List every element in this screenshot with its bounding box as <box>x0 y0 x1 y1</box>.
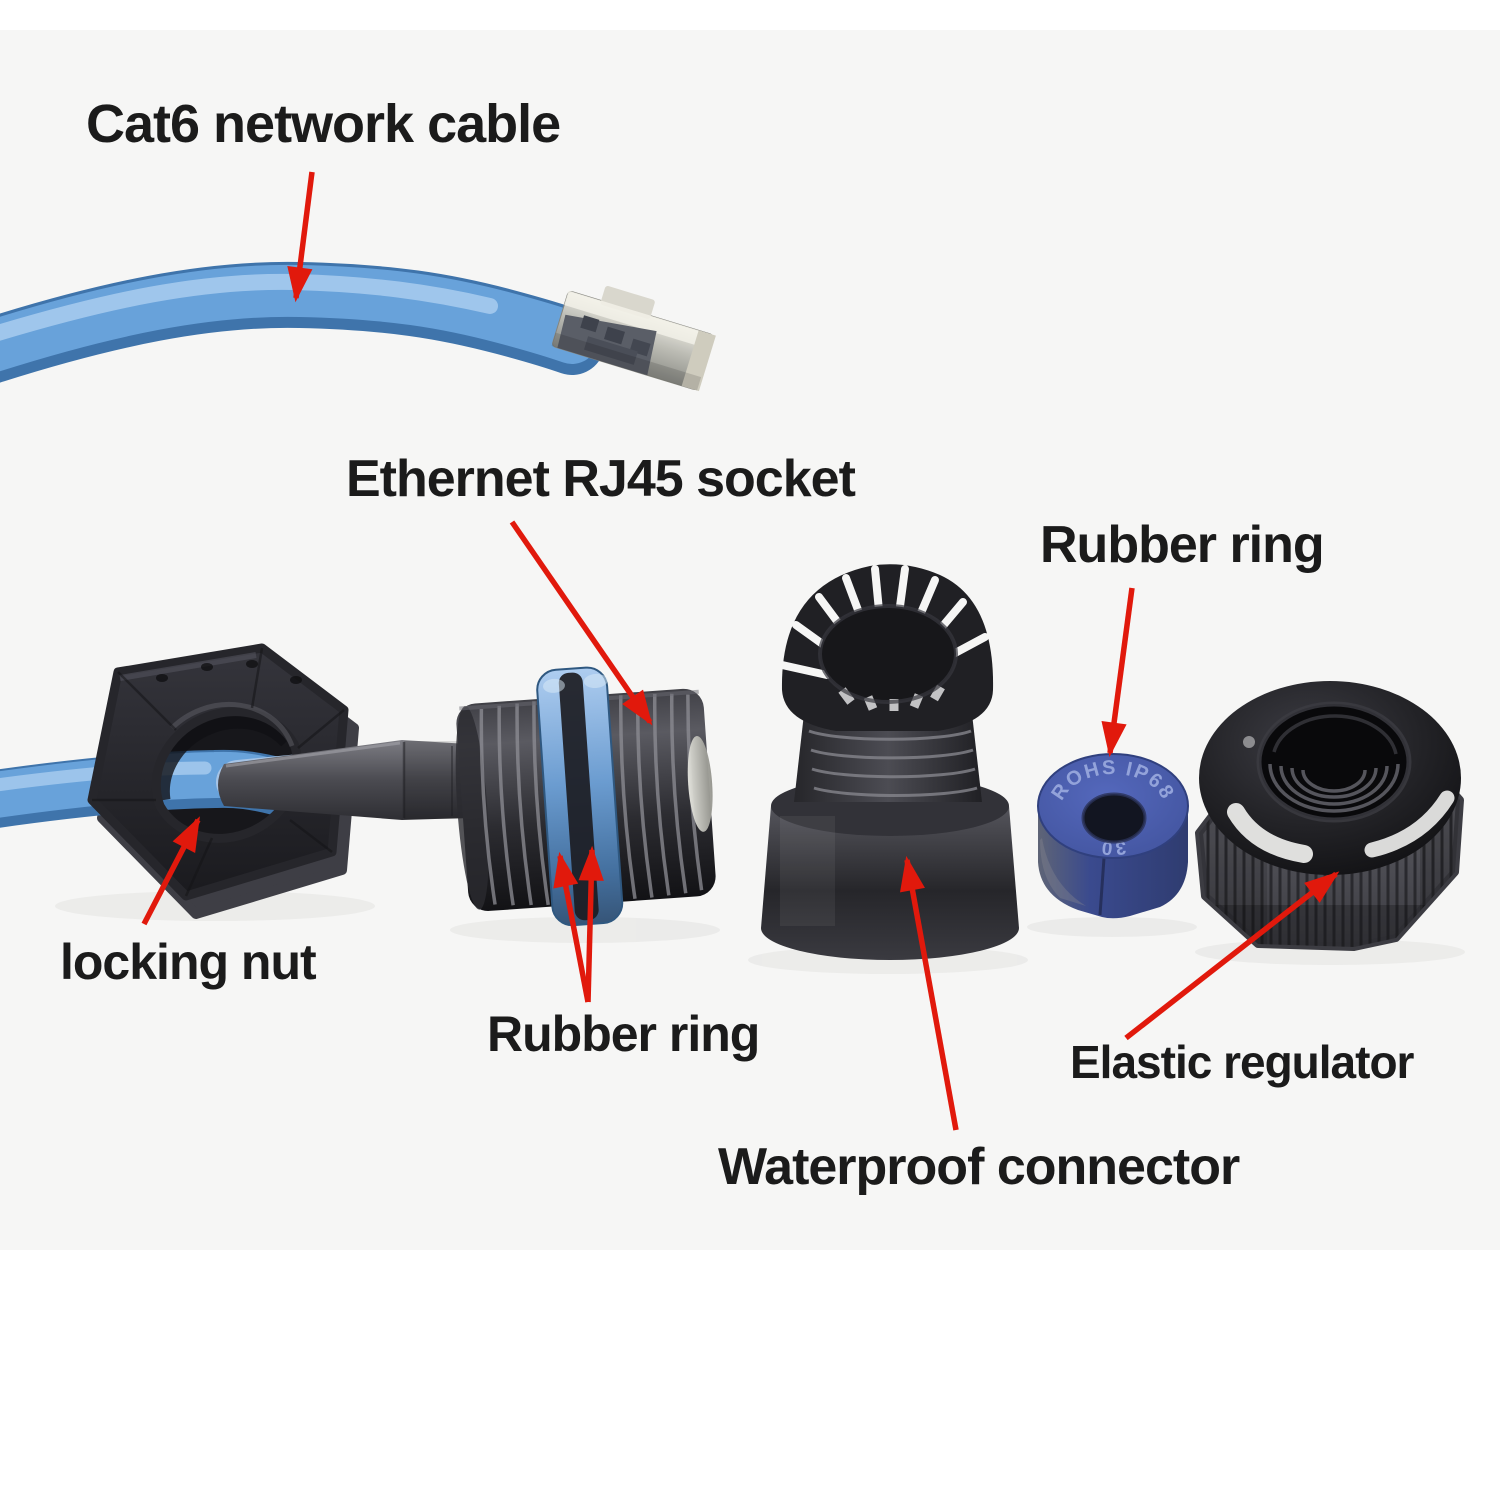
arrow-oring-left <box>553 851 591 1003</box>
label-rubber-ring-grommet: Rubber ring <box>1040 516 1325 574</box>
arrow-rj45-socket <box>509 520 653 726</box>
rj45-plug <box>551 285 716 392</box>
locking-nut <box>87 643 349 901</box>
arrow-cat6-cable <box>287 171 315 303</box>
label-cat6-cable: Cat6 network cable <box>86 94 561 154</box>
socket-metal-interior <box>687 736 713 832</box>
crown-opening <box>820 606 956 702</box>
rubber-ring-grommet: ROHS IP68 30 <box>1037 753 1189 919</box>
grommet-hole <box>1083 794 1145 842</box>
label-waterproof-connector: Waterproof connector <box>718 1138 1240 1196</box>
arrow-locking-nut <box>141 816 201 926</box>
label-elastic-regulator: Elastic regulator <box>1070 1036 1414 1088</box>
arrow-elastic-regulator <box>1124 871 1340 1041</box>
rj45-socket-body <box>455 666 716 927</box>
cat6-cable <box>0 261 605 383</box>
waterproof-connector-body <box>761 564 1019 960</box>
regulator-inner-threads <box>1268 714 1400 813</box>
nut-rim-dimples <box>156 660 302 684</box>
label-locking-nut: locking nut <box>60 934 317 990</box>
label-rubber-ring-orings: Rubber ring <box>487 1006 760 1062</box>
arrow-oring-right <box>578 845 604 1003</box>
label-rj45-socket: Ethernet RJ45 socket <box>346 450 856 508</box>
bore-shadow <box>156 715 291 801</box>
arrow-waterproof-connector <box>900 855 959 1131</box>
photo-background <box>0 30 1500 1250</box>
arrow-rubber-ring-grommet <box>1101 587 1135 758</box>
regulator-highlights <box>1227 790 1455 863</box>
elastic-regulator-nut <box>1195 681 1464 951</box>
